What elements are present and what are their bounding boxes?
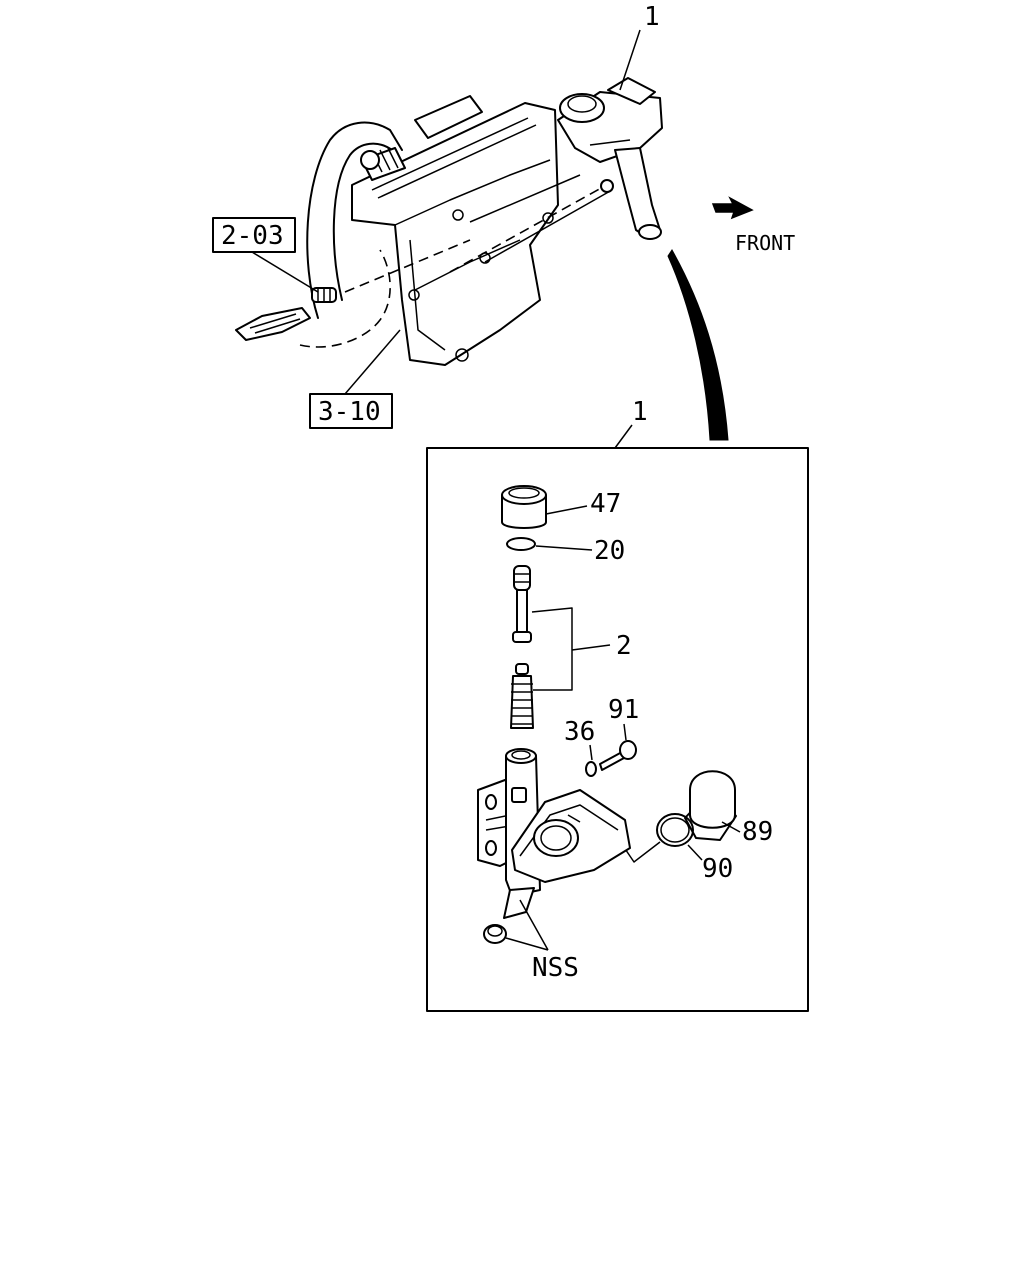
detail-pointer-arrow <box>667 249 729 441</box>
part-20-snap-ring <box>506 537 593 551</box>
pedal-bracket-assembly <box>235 77 663 366</box>
front-direction-indicator: FRONT <box>711 196 795 255</box>
callout-reservoir-cap: 89 <box>742 817 773 847</box>
part-91-bolt <box>599 723 637 771</box>
front-arrow-icon <box>711 196 754 220</box>
callout-detail-assembly: 1 <box>632 397 648 427</box>
leader-top-1 <box>619 29 641 91</box>
callout-bolt: 91 <box>608 695 639 725</box>
part-89-reservoir-cap <box>684 770 741 841</box>
front-label: FRONT <box>735 231 795 255</box>
master-cylinder-body <box>477 748 631 951</box>
callout-top-assembly: 1 <box>644 2 660 32</box>
reference-box-lower: 3-10 <box>309 329 401 429</box>
part-36-washer <box>585 744 597 777</box>
callout-seal-ring: 90 <box>702 854 733 884</box>
callout-not-serviced: NSS <box>532 953 579 983</box>
reference-label-upper: 2-03 <box>221 221 284 251</box>
callout-washer: 36 <box>564 717 595 747</box>
part-2-piston-kit <box>510 565 611 729</box>
callout-piston-kit: 2 <box>616 631 632 661</box>
detail-frame <box>426 447 809 1012</box>
reference-label-lower: 3-10 <box>318 397 381 427</box>
part-47-cap <box>501 485 588 529</box>
callout-cap: 47 <box>590 489 621 519</box>
callout-snap-ring: 20 <box>594 536 625 566</box>
reference-box-upper: 2-03 <box>212 217 319 293</box>
